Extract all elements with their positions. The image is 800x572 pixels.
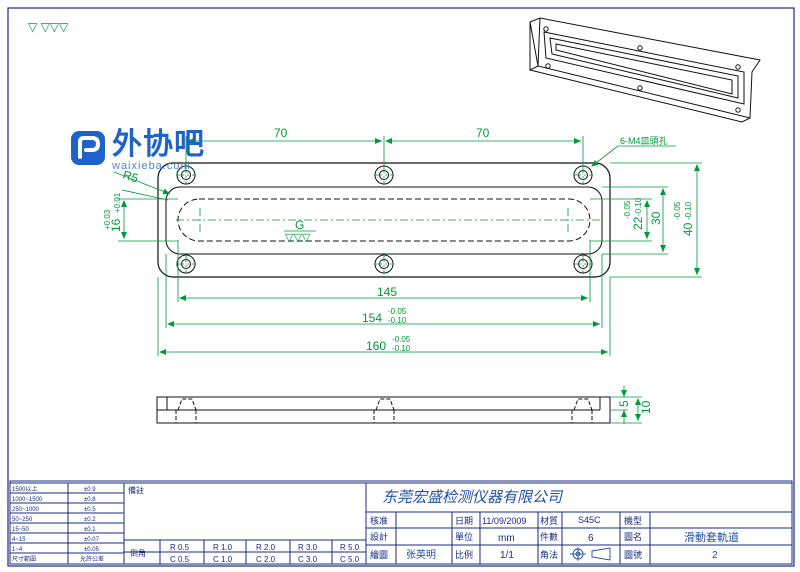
tol-range: 4~15 — [12, 537, 26, 543]
tol-value-header: 允許公差 — [80, 555, 104, 563]
projection-symbol-icon — [570, 547, 611, 561]
draw-label: 繪圖 — [370, 549, 388, 560]
remark-label: 備註 — [128, 485, 144, 495]
dim-154-tol-lo: -0.10 — [388, 316, 407, 325]
chamfer-c: C 1.0 — [213, 555, 233, 564]
qty-value: 6 — [588, 533, 594, 544]
finish-symbol: ▽▽▽ — [285, 232, 311, 244]
chamfer-c: C 5.0 — [340, 555, 360, 564]
tol-value: ±0.9 — [84, 487, 96, 493]
finish-letter: G — [295, 218, 304, 232]
tol-range: 50~250 — [12, 517, 33, 523]
dim-22-tol-up: -0.05 — [623, 200, 632, 219]
material-value: S45C — [578, 515, 601, 525]
isometric-view — [529, 17, 761, 123]
unit-value: mm — [498, 533, 515, 544]
watermark-url: waixieba.com — [112, 160, 191, 172]
angle-label: 角法 — [540, 549, 558, 560]
tol-range: 1~4 — [12, 547, 23, 553]
surface-symbols: ▽ ▽▽▽ — [28, 20, 69, 34]
chamfer-r: R 0.5 — [170, 543, 190, 552]
chamfer-r: R 5.0 — [340, 543, 360, 552]
dim-40: 40 — [681, 222, 695, 236]
dim-16-tol-lo: +0.01 — [113, 192, 122, 213]
dim-160-tol-lo: -0.10 — [392, 344, 411, 353]
dim-radius: R5 — [121, 168, 140, 186]
dim-16-tol-up: +0.03 — [103, 209, 112, 230]
dim-154-tol-up: -0.05 — [388, 307, 407, 316]
dim-pitch-left: 70 — [274, 126, 288, 140]
chamfer-c: C 2.0 — [256, 555, 276, 564]
model-label: 機型 — [624, 515, 642, 526]
tol-range-header: 尺寸範圍 — [12, 555, 36, 563]
sheet-border — [7, 7, 795, 567]
dim-22: 22 — [631, 216, 645, 230]
drawing-name-value: 滑動套軌道 — [684, 530, 739, 544]
drawing-no-value: 2 — [712, 550, 718, 561]
dim-22-tol-lo: -0.10 — [634, 197, 643, 216]
chamfer-r: R 3.0 — [298, 543, 318, 552]
chamfer-r: R 2.0 — [256, 543, 276, 552]
scale-label: 比例 — [455, 549, 473, 560]
logo-mark-icon — [71, 131, 105, 165]
unit-label: 單位 — [455, 531, 473, 542]
date-label: 日期 — [455, 516, 473, 526]
material-label: 材質 — [540, 515, 558, 526]
qty-label: 件數 — [540, 531, 558, 542]
dim-154: 154 — [362, 311, 382, 325]
chamfer-r: R 1.0 — [213, 543, 233, 552]
centre-lines — [176, 165, 600, 274]
tol-value: ±0.07 — [84, 537, 100, 543]
date-value: 11/09/2009 — [482, 516, 526, 526]
tol-value: ±0.2 — [84, 517, 96, 523]
dimension-lines — [113, 136, 702, 356]
scale-value: 1/1 — [500, 550, 514, 561]
dim-30: 30 — [649, 211, 663, 225]
chamfer-c: C 0.5 — [170, 555, 190, 564]
side-dimension-lines — [610, 386, 642, 424]
drawing-name-label: 圖名 — [624, 531, 642, 542]
hole-note: 6-M4皿頭孔 — [620, 136, 668, 146]
dim-160: 160 — [366, 339, 386, 353]
dim-160-tol-up: -0.05 — [392, 335, 411, 344]
tol-range: 15~50 — [12, 527, 30, 533]
drawing-no-label: 圖號 — [624, 549, 642, 560]
plan-view: 70 70 R5 6-M4皿頭孔 145 154 -0.05 -0.10 160… — [103, 126, 702, 356]
tol-range: 1500以上 — [12, 485, 37, 493]
watermark-logo: 外协吧 waixieba.com — [70, 128, 220, 172]
title-block — [9, 480, 793, 565]
mount-hole — [176, 165, 593, 274]
tol-value: ±0.8 — [84, 497, 96, 503]
tol-value: ±0.1 — [84, 527, 96, 533]
tol-range: 250~1000 — [12, 507, 40, 513]
dim-10: 10 — [639, 400, 653, 414]
dim-145: 145 — [377, 285, 397, 299]
company-name: 东莞宏盛检测仪器有限公司 — [382, 489, 564, 506]
dim-5: 5 — [617, 400, 631, 407]
tol-value: ±0.05 — [84, 547, 100, 553]
design-label: 設計 — [370, 531, 388, 542]
dim-40-tol-up: -0.05 — [673, 201, 682, 220]
tol-value: ±0.5 — [84, 507, 96, 513]
watermark-name: 外协吧 — [112, 128, 205, 161]
chamfer-c: C 3.0 — [298, 555, 318, 564]
dim-16: 16 — [109, 218, 123, 232]
drafter-name: 张英明 — [406, 548, 436, 561]
chamfer-label: 倒角 — [130, 548, 146, 558]
tol-range: 1000~1500 — [12, 497, 43, 503]
recess-outline — [165, 186, 603, 255]
side-view — [156, 396, 611, 424]
dim-40-tol-lo: -0.10 — [684, 201, 693, 220]
dim-pitch-right: 70 — [476, 126, 490, 140]
approve-label: 核准 — [370, 515, 388, 526]
